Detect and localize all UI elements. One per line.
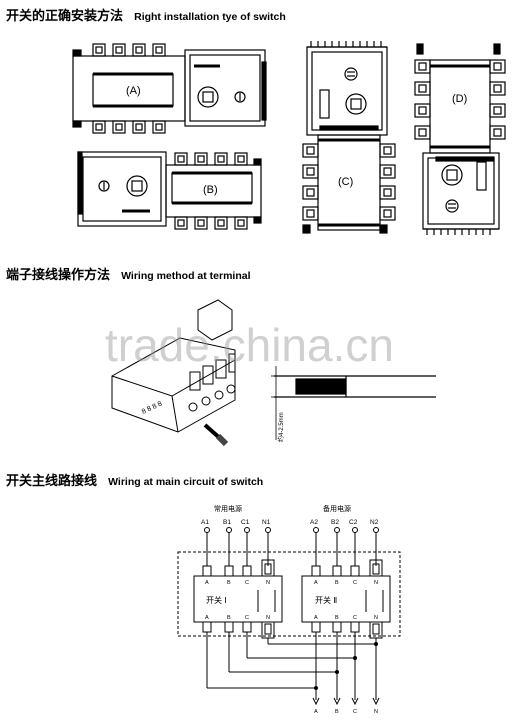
label-a: (A)	[126, 85, 141, 97]
sw2-bottom-a: A	[314, 615, 318, 621]
term-c2: C2	[349, 519, 358, 526]
sw2-top-c: C	[353, 580, 357, 586]
watermark: trade.china.cn	[105, 319, 394, 371]
label-b: (B)	[203, 184, 218, 196]
term-b2: B2	[331, 519, 339, 526]
dimension-text: 约4-2.5mm	[277, 412, 285, 442]
sw1-top-a: A	[205, 580, 209, 586]
wiring-title-zh: 端子接线操作方法	[6, 268, 111, 283]
wiring-title-en: Wiring method at terminal	[121, 270, 251, 282]
switch-diagram-c	[302, 41, 396, 234]
circuit-title-zh: 开关主线路接线	[6, 474, 98, 489]
right-source-terminals	[313, 527, 379, 566]
section-circuit-title: 开关主线路接线 Wiring at main circuit of switch	[6, 470, 263, 489]
circuit-title-en: Wiring at main circuit of switch	[108, 476, 264, 488]
switch-1-label: 开关 Ⅰ	[206, 595, 227, 605]
terminal-marks: 8 8 8 8	[141, 400, 163, 415]
label-c: (C)	[338, 176, 353, 188]
term-a1: A1	[201, 519, 209, 526]
sw2-top-a: A	[314, 580, 318, 586]
label-d: (D)	[452, 93, 467, 105]
out-n: N	[374, 709, 378, 715]
term-n1: N1	[262, 519, 271, 526]
out-a: A	[314, 709, 318, 715]
sw2-bottom-c: C	[353, 615, 357, 621]
sw1-bottom-b: B	[227, 615, 231, 621]
install-title-zh: 开关的正确安装方法	[6, 9, 124, 24]
out-c: C	[353, 709, 357, 715]
sw1-bottom-a: A	[205, 615, 209, 621]
section-wiring-title: 端子接线操作方法 Wiring method at terminal	[6, 264, 251, 283]
sw2-bottom-n: N	[374, 615, 378, 621]
switch-diagram-b	[77, 151, 262, 230]
out-b: B	[335, 709, 339, 715]
circuit-diagram	[177, 527, 401, 706]
switch-2-label: 开关 Ⅱ	[315, 595, 337, 605]
terminal-block-drawing	[111, 299, 236, 447]
term-b1: B1	[223, 519, 231, 526]
sw2-top-b: B	[335, 580, 339, 586]
left-source-label: 常用电源	[214, 504, 242, 513]
section-install-title: 开关的正确安装方法 Right installation tye of swit…	[6, 5, 286, 24]
wire-strip-drawing	[271, 366, 436, 440]
left-source-terminals	[204, 527, 271, 566]
sw1-top-n: N	[266, 580, 270, 586]
sw1-bottom-c: C	[245, 615, 249, 621]
sw1-top-c: C	[245, 580, 249, 586]
sw1-top-b: B	[227, 580, 231, 586]
switch-diagram-a	[72, 43, 267, 134]
install-title-en: Right installation tye of switch	[134, 11, 286, 23]
sw2-top-n: N	[374, 580, 378, 586]
sw2-bottom-b: B	[335, 615, 339, 621]
term-a2: A2	[310, 519, 318, 526]
term-c1: C1	[241, 519, 250, 526]
sw1-bottom-n: N	[266, 615, 270, 621]
term-n2: N2	[370, 519, 379, 526]
right-source-label: 备用电源	[323, 504, 351, 513]
switch-diagram-d	[414, 43, 506, 235]
